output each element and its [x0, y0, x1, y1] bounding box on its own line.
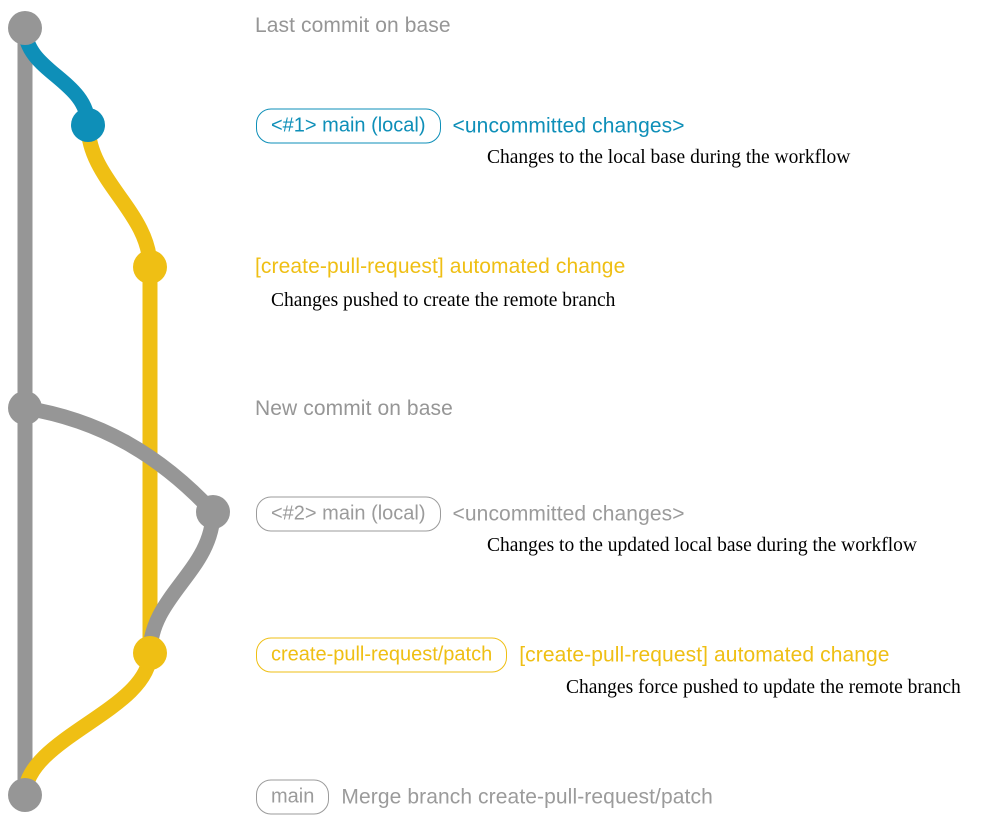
commit-node-patch-2[interactable] [133, 636, 167, 670]
commit-node-patch-1[interactable] [133, 250, 167, 284]
commit-node-base-last[interactable] [8, 11, 42, 45]
commit-row-merge: main Merge branch create-pull-request/pa… [256, 779, 713, 815]
force-push-line [142, 504, 221, 661]
commit-node-merge[interactable] [8, 778, 42, 812]
branch-badge-main[interactable]: main [256, 779, 330, 815]
branch-badge-local-1[interactable]: <#1> main (local) [256, 108, 441, 144]
commit-row-patch-2: create-pull-request/patch [create-pull-r… [256, 637, 890, 673]
commit-description-local-1: Changes to the local base during the wor… [487, 147, 851, 168]
commit-message-patch-2: [create-pull-request] automated change [519, 643, 890, 666]
commit-message-merge: Merge branch create-pull-request/patch [341, 785, 713, 808]
commit-row-local-2: <#2> main (local) <uncommitted changes> [256, 496, 685, 532]
commit-description-local-2: Changes to the updated local base during… [487, 535, 917, 556]
commit-description-patch-1: Changes pushed to create the remote bran… [271, 290, 616, 311]
commit-message-base-last: Last commit on base [255, 14, 451, 37]
updated-local-branch-line [17, 400, 221, 520]
commit-row-base-last: Last commit on base [255, 14, 451, 38]
commit-message-local-2: <uncommitted changes> [452, 502, 685, 525]
commit-node-local-1[interactable] [71, 108, 105, 142]
merge-line [17, 645, 158, 803]
commit-node-local-2[interactable] [196, 495, 230, 529]
branch-badge-patch-2[interactable]: create-pull-request/patch [256, 637, 508, 673]
commit-row-patch-1: [create-pull-request] automated change [255, 255, 625, 279]
commit-node-base-new[interactable] [8, 391, 42, 425]
commit-row-base-new: New commit on base [255, 397, 453, 421]
commit-description-patch-2: Changes force pushed to update the remot… [566, 677, 961, 698]
commit-message-local-1: <uncommitted changes> [452, 114, 685, 137]
commit-message-patch-1: [create-pull-request] automated change [255, 255, 626, 278]
commit-message-base-new: New commit on base [255, 397, 453, 420]
commit-row-local-1: <#1> main (local) <uncommitted changes> [256, 108, 685, 144]
branch-badge-local-2[interactable]: <#2> main (local) [256, 496, 441, 532]
